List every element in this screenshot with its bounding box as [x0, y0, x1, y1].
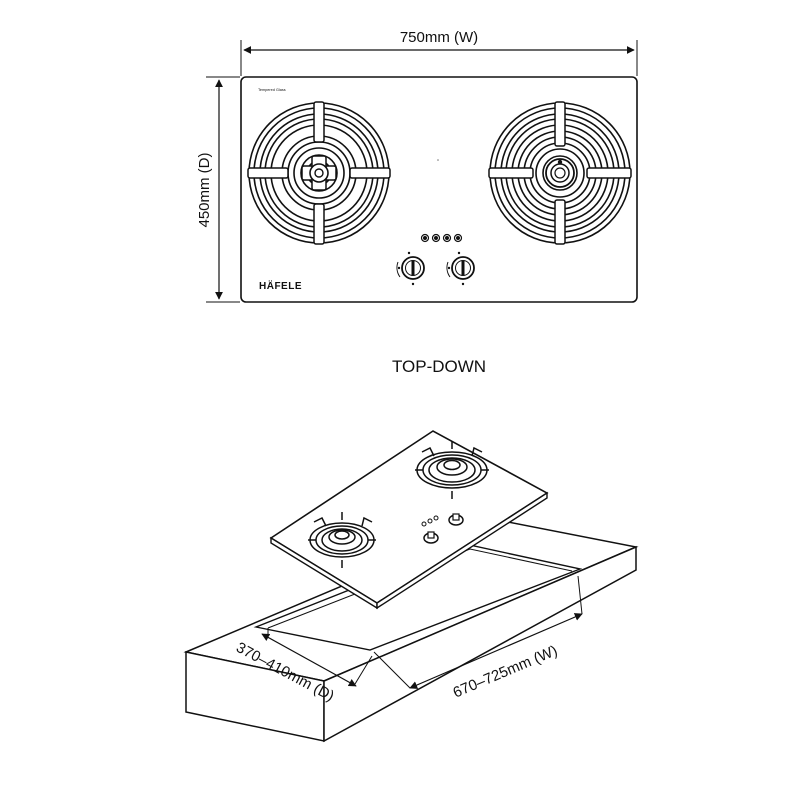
width-label: 750mm (W) — [400, 29, 478, 46]
front-burner — [308, 512, 376, 568]
perspective-knobs — [421, 513, 464, 544]
depth-dimension: 450mm (D) — [196, 76, 240, 303]
cutout-view: 370–410mm (D) 670–725mm (W) — [183, 430, 639, 743]
hob-perspective — [269, 430, 549, 610]
left-control-knob — [396, 251, 425, 286]
glass-note: Tempered Glass — [258, 88, 286, 92]
rear-burner — [415, 441, 489, 499]
top-view: 750mm (W) 450mm (D) Tempered Glass — [196, 29, 638, 303]
brand-logo-text: HÄFELE — [259, 279, 302, 292]
view-caption: TOP-DOWN — [392, 357, 486, 376]
hob-glass-outline — [240, 76, 638, 303]
depth-label: 450mm (D) — [196, 152, 213, 227]
right-burner — [488, 101, 632, 245]
indicator-lights — [420, 233, 463, 243]
glass-dot — [437, 159, 439, 161]
right-control-knob — [446, 251, 475, 286]
width-dimension: 750mm (W) — [240, 29, 638, 76]
left-burner — [247, 101, 391, 245]
